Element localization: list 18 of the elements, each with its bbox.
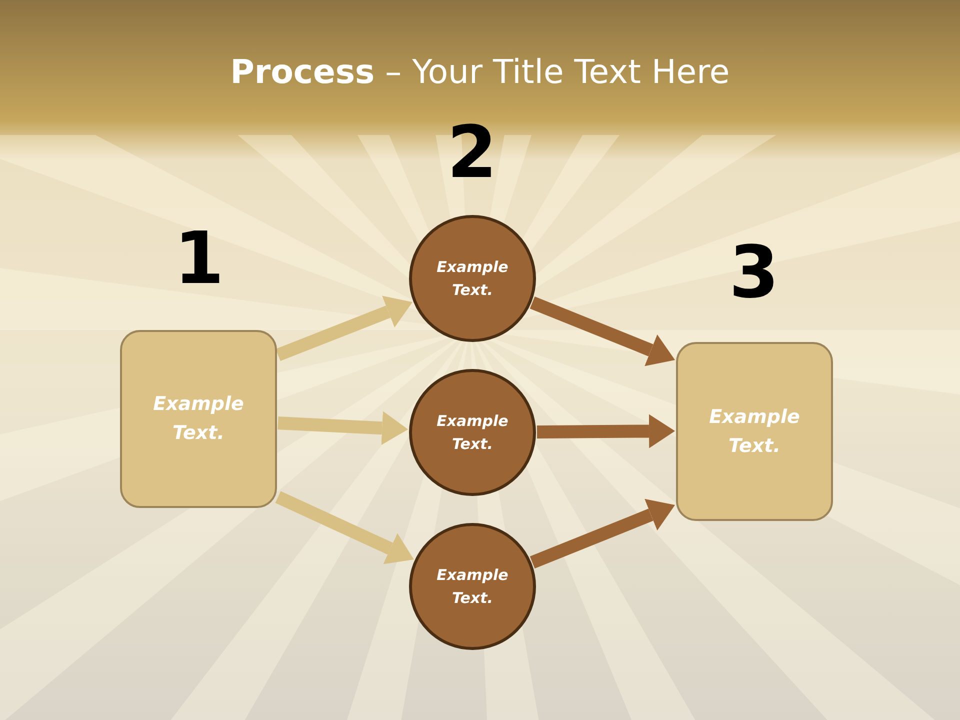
node-text: Example Text.	[152, 392, 245, 446]
step-circle	[409, 215, 536, 342]
slide-title: Process – Your Title Text Here	[229, 52, 731, 91]
arrow	[278, 411, 408, 446]
step-number: 2	[446, 112, 498, 192]
node-text: Example Text.	[436, 410, 510, 454]
arrow	[276, 296, 412, 362]
step-number: 3	[728, 232, 780, 312]
node-text: Example Text.	[436, 564, 510, 608]
arrow	[536, 414, 675, 448]
arrow	[530, 296, 675, 366]
arrow	[275, 491, 414, 564]
node-text: Example Text.	[708, 404, 801, 458]
process-box	[120, 330, 277, 508]
process-box	[676, 342, 833, 521]
node-text: Example Text.	[436, 256, 510, 300]
step-number: 1	[172, 218, 226, 298]
arrow	[530, 498, 675, 568]
